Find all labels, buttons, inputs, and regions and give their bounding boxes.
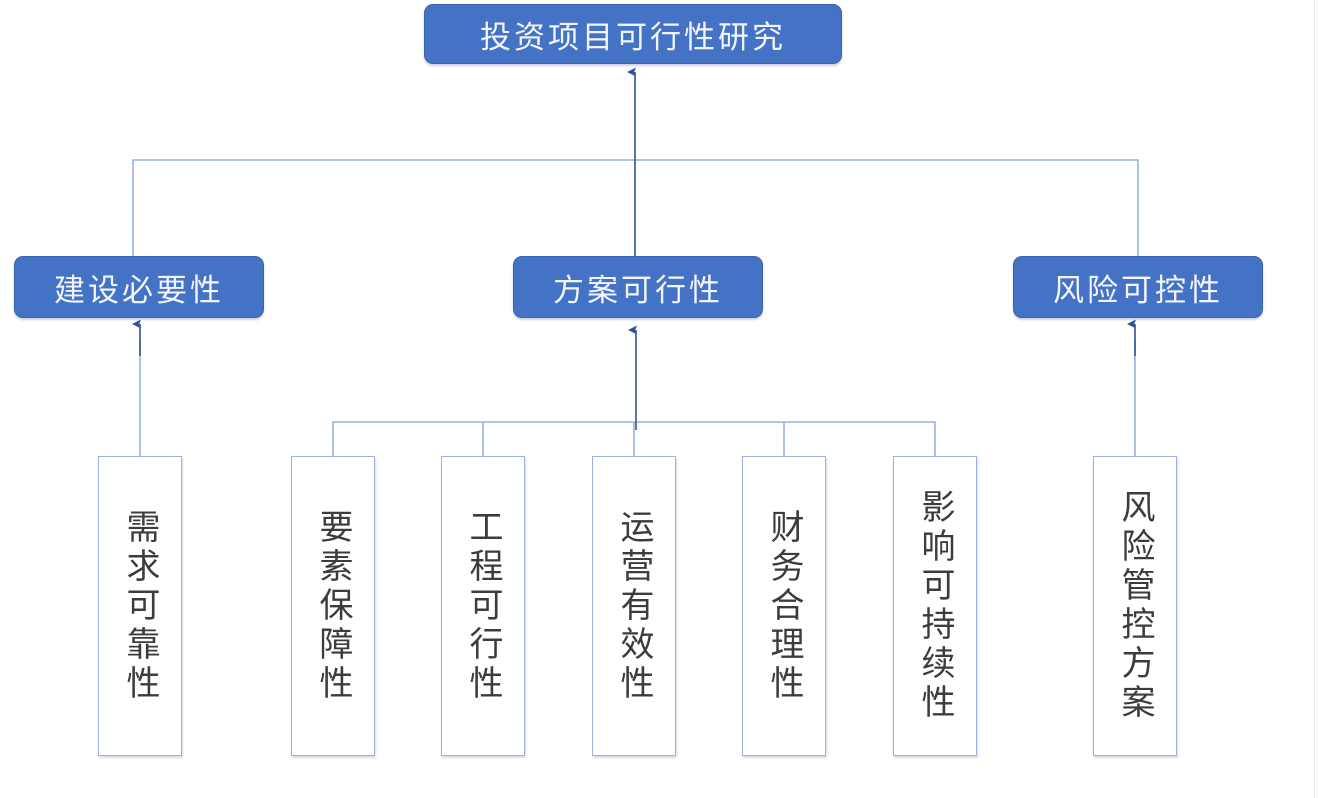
connector-root-bus	[132, 159, 1139, 264]
leaf-node-label: 工程可行性	[463, 508, 504, 704]
leaf-node-label: 要素保障性	[313, 508, 354, 704]
connector-branch-b-bus	[332, 421, 936, 456]
leaf-node-label: 运营有效性	[614, 508, 655, 704]
branch-node-label: 方案可行性	[553, 272, 723, 309]
leaf-node[interactable]: 风险管控方案	[1093, 456, 1177, 756]
leaf-node-label: 需求可靠性	[120, 508, 161, 704]
branch-node-plan-feasibility[interactable]: 方案可行性	[513, 256, 763, 318]
leaf-node[interactable]: 运营有效性	[592, 456, 676, 756]
branch-node-label: 风险可控性	[1053, 272, 1223, 309]
leaf-node-label: 财务合理性	[764, 508, 805, 704]
leaf-node-label: 影响可持续性	[915, 489, 956, 723]
branch-node-construction-necessity[interactable]: 建设必要性	[14, 256, 264, 318]
leaf-node[interactable]: 影响可持续性	[893, 456, 977, 756]
leaf-node[interactable]: 财务合理性	[742, 456, 826, 756]
leaf-node-label: 风险管控方案	[1115, 489, 1156, 723]
root-node-label: 投资项目可行性研究	[480, 19, 786, 56]
root-node[interactable]: 投资项目可行性研究	[424, 4, 842, 64]
leaf-node[interactable]: 工程可行性	[441, 456, 525, 756]
branch-node-label: 建设必要性	[54, 272, 224, 309]
leaf-node[interactable]: 需求可靠性	[98, 456, 182, 756]
canvas-right-edge	[1314, 0, 1318, 798]
branch-node-risk-controllability[interactable]: 风险可控性	[1013, 256, 1263, 318]
leaf-node[interactable]: 要素保障性	[291, 456, 375, 756]
